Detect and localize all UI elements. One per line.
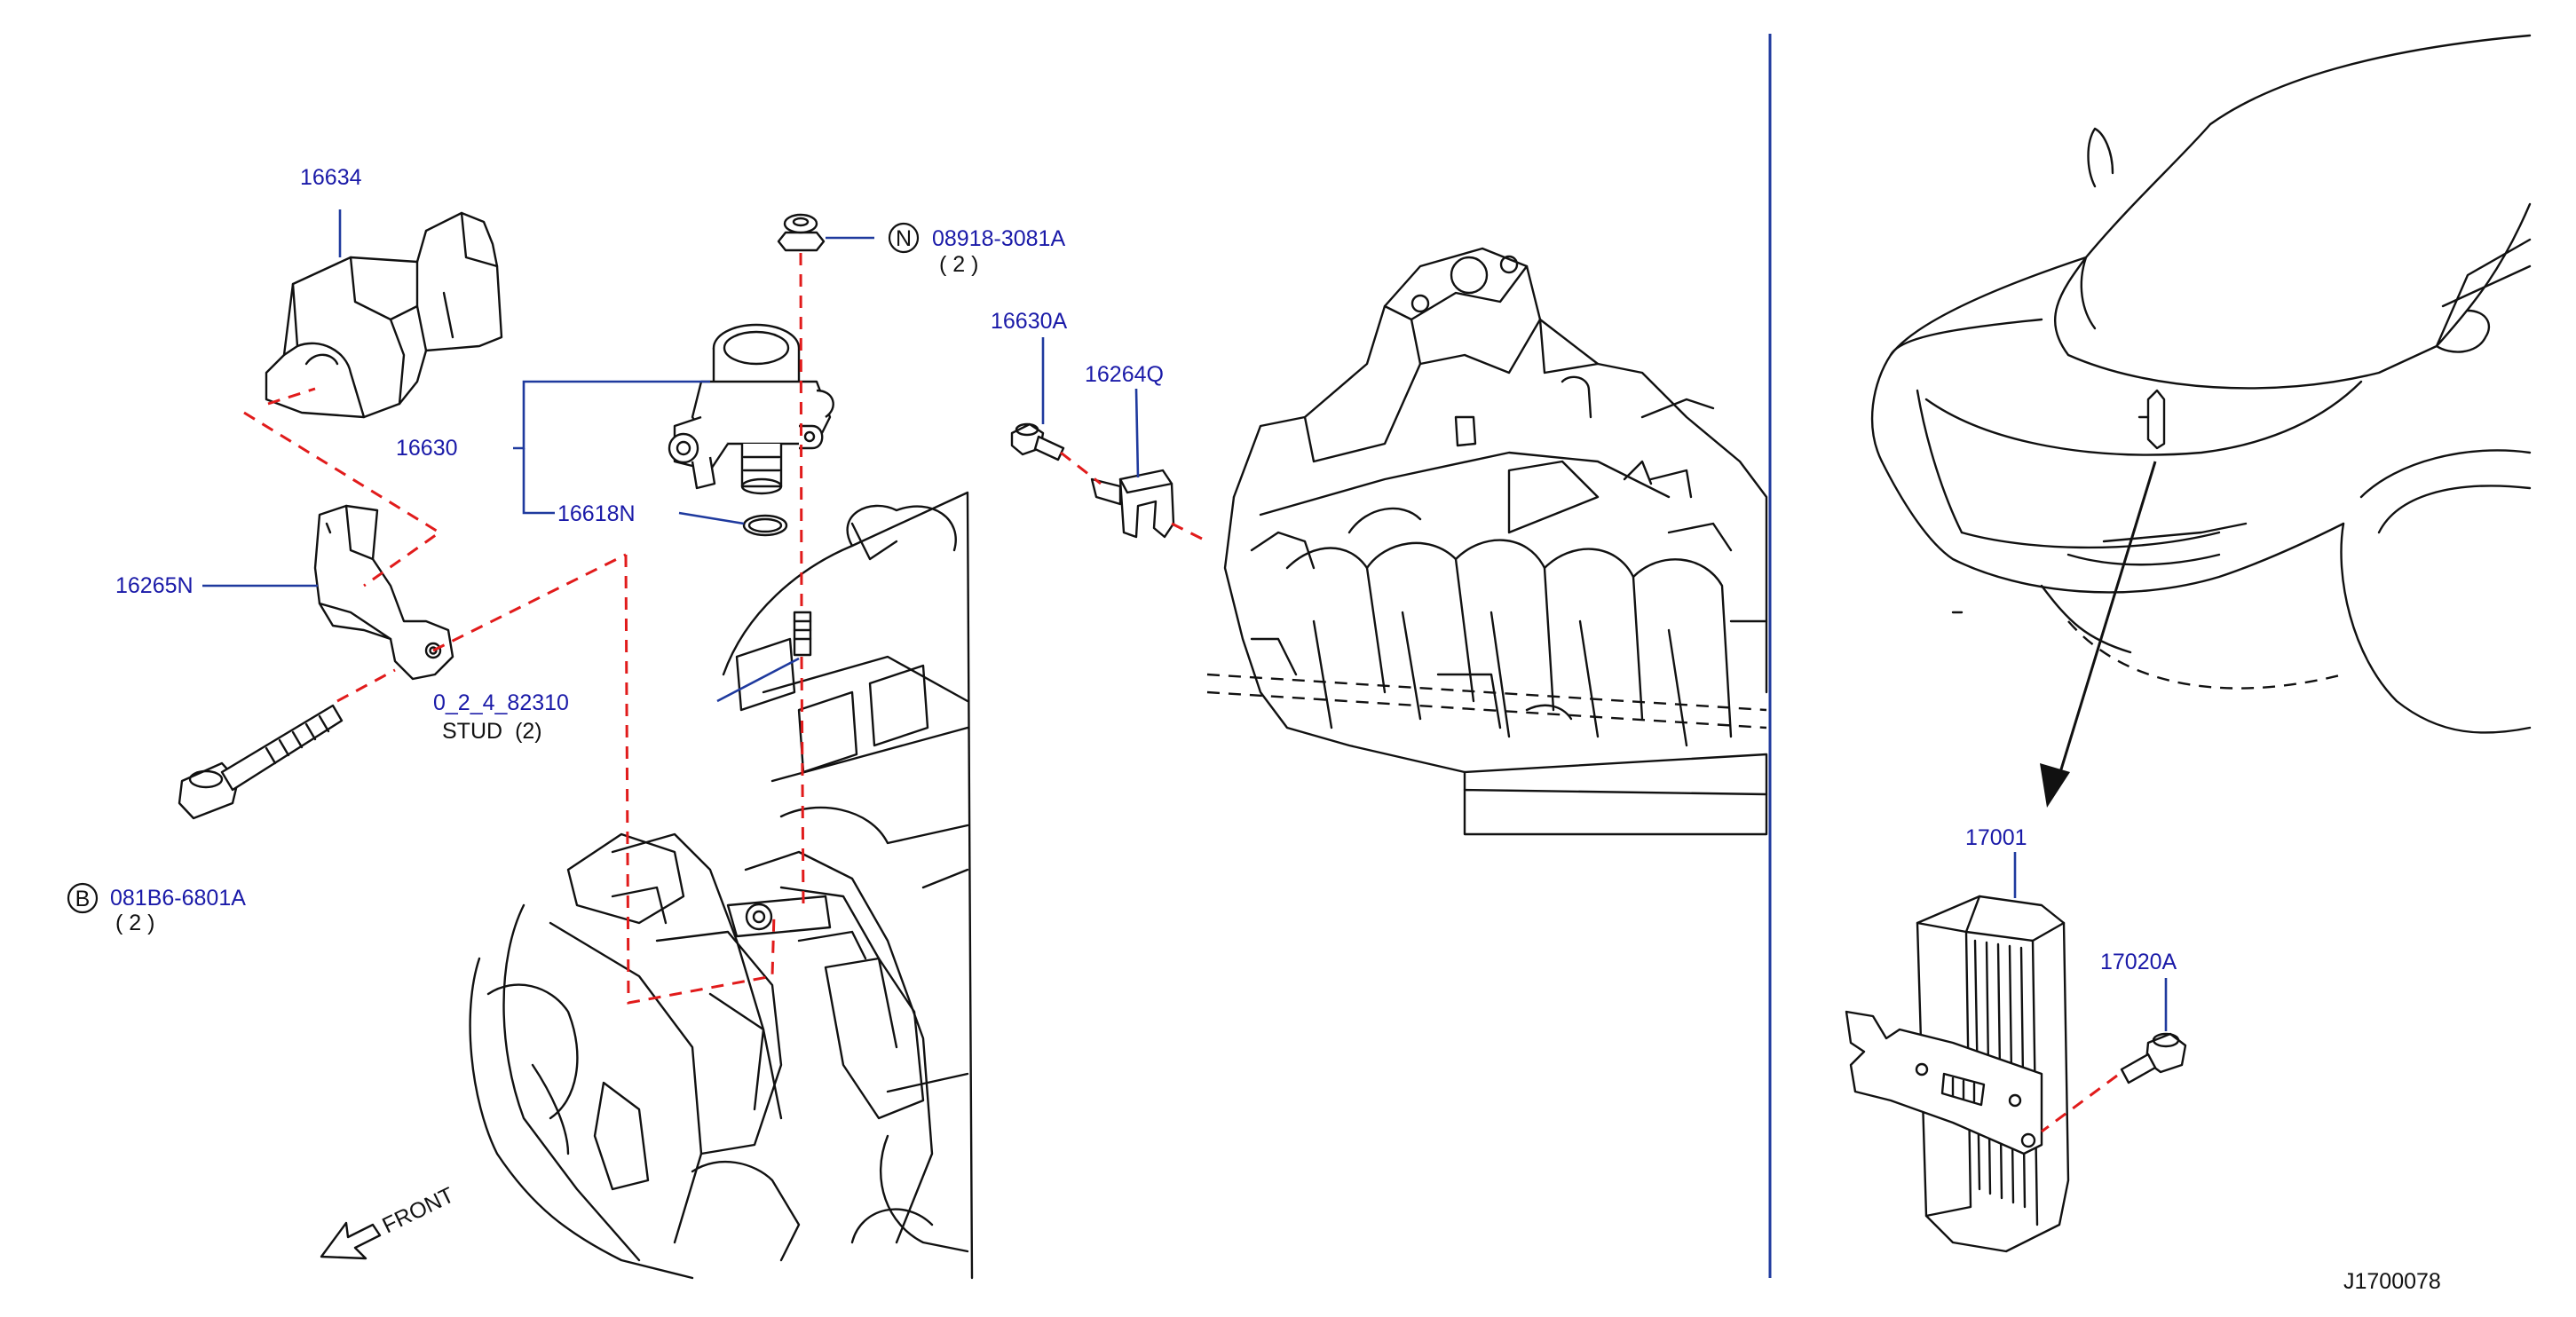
bracket-drawing	[313, 504, 454, 681]
front-label: FRONT	[378, 1182, 458, 1238]
label-bolt-number[interactable]: 081B6-6801A	[110, 886, 246, 911]
location-arrow	[2040, 461, 2157, 808]
vehicle-outline-drawing	[1870, 34, 2532, 734]
fuel-pump-drawing	[668, 323, 834, 657]
small-bolt-drawing	[1010, 422, 1065, 461]
module-bolt-drawing	[2120, 1032, 2187, 1084]
label-17001[interactable]: 17001	[1965, 825, 2027, 850]
intake-manifold-drawing	[1223, 247, 1768, 836]
bolt-symbol-icon	[67, 882, 99, 914]
front-arrow-icon	[320, 1221, 382, 1260]
label-nut-qty: ( 2 )	[939, 252, 978, 277]
label-nut-number[interactable]: 08918-3081A	[932, 226, 1065, 251]
assembly-dashed-lines	[243, 252, 2118, 1133]
front-direction-indicator: FRONT	[320, 1182, 458, 1260]
label-16634[interactable]: 16634	[300, 165, 362, 190]
leader-lines	[202, 209, 2168, 1031]
clip-drawing	[1090, 469, 1175, 539]
pump-cover-drawing	[265, 211, 503, 419]
bolt-drawing	[178, 704, 344, 820]
engine-block-drawing	[469, 491, 974, 1280]
label-17020A[interactable]: 17020A	[2100, 950, 2177, 974]
manifold-dashed-line	[1206, 673, 1767, 729]
label-bolt-qty: ( 2 )	[115, 911, 154, 935]
bolt-symbol: B	[75, 887, 91, 911]
nut-symbol: N	[896, 226, 912, 251]
label-stud-number[interactable]: 0_2_4_82310	[433, 690, 569, 715]
label-16264Q[interactable]: 16264Q	[1085, 362, 1164, 387]
callout-labels: 16634 N 08918-3081A ( 2 ) 16630 16618N 1…	[67, 165, 2441, 1294]
label-16630A[interactable]: 16630A	[991, 309, 1068, 334]
diagram-code: J1700078	[2343, 1269, 2441, 1294]
label-stud-desc: STUD(2)	[442, 719, 542, 744]
label-16630[interactable]: 16630	[396, 436, 458, 461]
nut-symbol-icon	[888, 222, 920, 254]
nut-drawing	[777, 213, 826, 252]
label-16265N[interactable]: 16265N	[115, 573, 194, 598]
control-module-drawing	[1845, 895, 2070, 1253]
label-16618N[interactable]: 16618N	[557, 501, 636, 526]
